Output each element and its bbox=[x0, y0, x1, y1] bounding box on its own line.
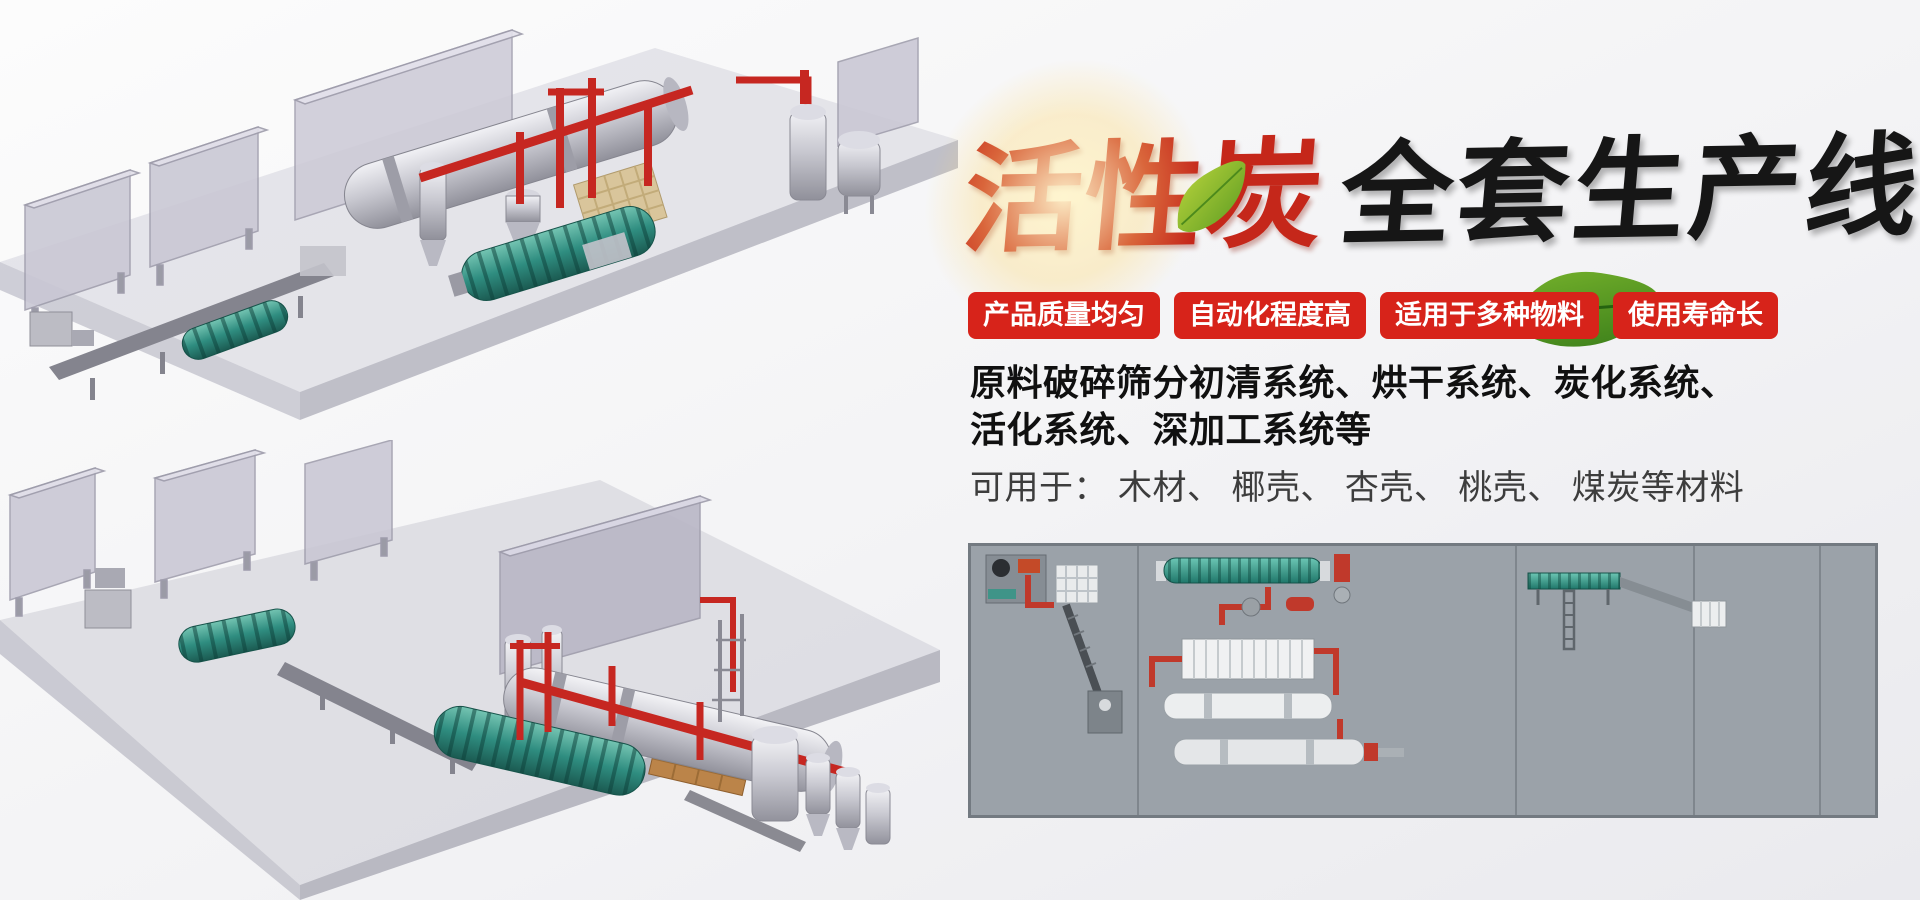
badge-automation: 自动化程度高 bbox=[1174, 292, 1366, 339]
render-bottom-svg bbox=[0, 439, 940, 900]
badge-lifespan: 使用寿命长 bbox=[1613, 292, 1778, 339]
center-piping bbox=[1219, 587, 1314, 625]
feed-hopper-cluster bbox=[84, 568, 132, 629]
title-black-text: 全套生产线 bbox=[1335, 125, 1920, 260]
leaf-icon bbox=[1177, 160, 1246, 233]
activation-drum bbox=[433, 705, 646, 796]
platform bbox=[0, 480, 940, 900]
activation-drum bbox=[448, 206, 656, 301]
feature-badges: 产品质量均匀 自动化程度高 适用于多种物料 使用寿命长 bbox=[968, 292, 1778, 339]
discharge-conveyor bbox=[684, 790, 806, 852]
system-description-line2: 活化系统、深加工系统等 bbox=[970, 408, 1372, 450]
screening-drum bbox=[181, 300, 289, 360]
packing-section bbox=[1527, 572, 1727, 651]
support-boxes bbox=[300, 232, 632, 276]
tower-frame bbox=[712, 614, 746, 722]
cooling-drums bbox=[1087, 690, 1404, 766]
system-description-line1: 原料破碎筛分初清系统、烘干系统、炭化系统、 bbox=[970, 362, 1737, 403]
badge-quality: 产品质量均匀 bbox=[968, 292, 1160, 339]
cyclone-tanks bbox=[419, 162, 541, 266]
silo-cluster bbox=[751, 726, 891, 850]
render-top-svg bbox=[0, 28, 958, 420]
crusher-cluster bbox=[985, 554, 1102, 695]
wall-panels bbox=[22, 28, 919, 329]
schematic-svg bbox=[968, 543, 1878, 818]
materials-description: 可用于： 木材、 椰壳、 杏壳、 桃壳、 煤炭等材料 bbox=[970, 469, 1745, 507]
system-description: 原料破碎筛分初清系统、烘干系统、炭化系统、 活化系统、深加工系统等 bbox=[970, 360, 1737, 454]
production-line-3d-render-bottom bbox=[0, 439, 940, 900]
incline-conveyor bbox=[277, 662, 480, 774]
banner-title: 活性炭全套生产线 bbox=[912, 55, 1920, 347]
production-line-schematic bbox=[968, 543, 1878, 818]
carbonization-unit bbox=[1149, 638, 1339, 695]
panel-seams bbox=[1137, 546, 1821, 815]
badge-materials: 适用于多种物料 bbox=[1380, 292, 1599, 339]
production-line-3d-render-top bbox=[0, 0, 960, 470]
hero-content: 活性炭全套生产线 产品质量均匀 自动化程度高 适用于多种物料 使用寿命长 原料破… bbox=[912, 0, 1920, 900]
screening-drum bbox=[178, 608, 296, 663]
wall-panels bbox=[7, 439, 713, 675]
furnace-cluster bbox=[789, 70, 881, 214]
dryer-drum bbox=[1156, 554, 1351, 604]
